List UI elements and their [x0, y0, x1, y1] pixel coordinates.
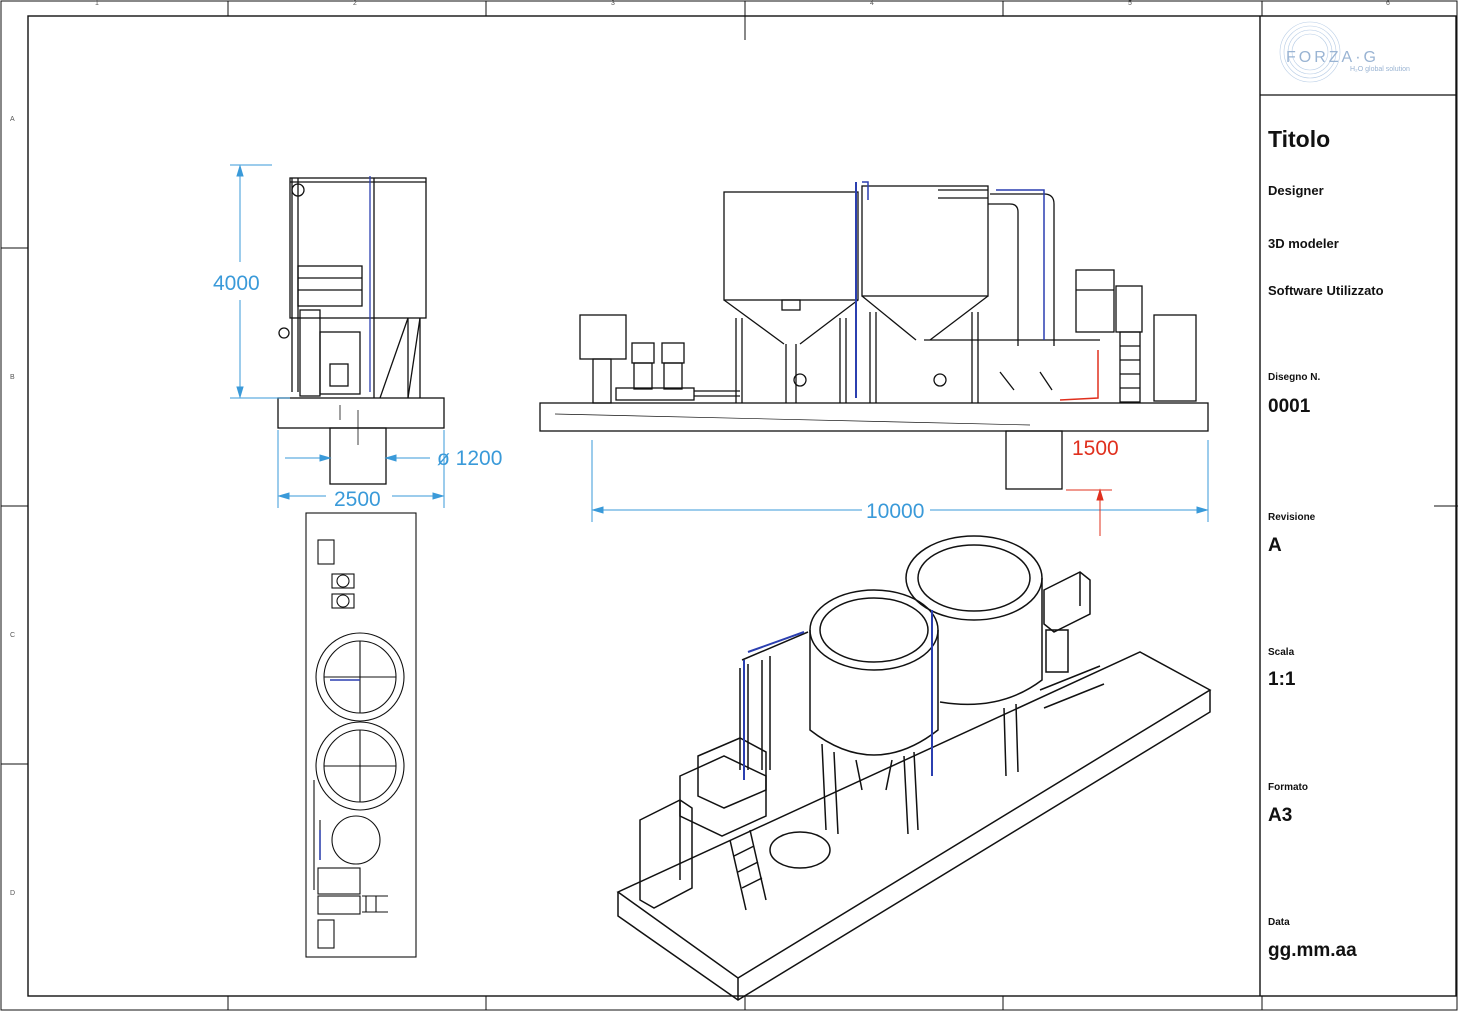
drawing-no-value: 0001	[1268, 396, 1311, 417]
date-label: Data	[1268, 917, 1290, 928]
logo-text: FORZA·G	[1286, 49, 1379, 66]
side-view	[277, 177, 445, 485]
drawing-no-label: Disegno N.	[1268, 372, 1321, 383]
title-label: Titolo	[1268, 126, 1331, 152]
front-view	[539, 185, 1209, 490]
designer-label: Designer	[1268, 183, 1324, 198]
dimension-height: 4000	[213, 272, 260, 295]
software-label: Software Utilizzato	[1268, 283, 1384, 298]
zone-col-1: 1	[95, 0, 99, 7]
dimension-length: 10000	[866, 500, 925, 523]
zone-row-a: A	[10, 116, 15, 123]
zone-col-6: 6	[1386, 0, 1390, 7]
zone-col-2: 2	[353, 0, 357, 7]
revision-label: Revisione	[1268, 512, 1316, 523]
modeler-label: 3D modeler	[1268, 236, 1339, 251]
zone-row-b: B	[10, 374, 15, 381]
dim-lines-depth	[1066, 488, 1112, 536]
drawing-border	[27, 15, 1457, 997]
dim-lines-side	[230, 164, 445, 508]
zone-col-4: 4	[870, 0, 874, 7]
logo-mark	[1279, 21, 1341, 83]
date-value: gg.mm.aa	[1268, 940, 1357, 961]
zone-row-d: D	[10, 890, 16, 897]
zone-col-3: 3	[611, 0, 615, 7]
isometric-view	[616, 535, 1212, 1001]
format-value: A3	[1268, 805, 1293, 826]
scale-value: 1:1	[1268, 669, 1296, 690]
dimension-width: 2500	[334, 488, 381, 511]
logo-subtitle: H₂O global solution	[1350, 66, 1410, 73]
zone-row-c: C	[10, 632, 16, 639]
zone-col-5: 5	[1128, 0, 1132, 7]
dim-lines-front	[591, 440, 1209, 522]
scale-label: Scala	[1268, 647, 1295, 658]
dimension-diameter: ø 1200	[437, 447, 503, 470]
format-label: Formato	[1268, 782, 1308, 793]
revision-value: A	[1268, 535, 1282, 556]
top-view	[305, 512, 417, 958]
dimension-depth: 1500	[1072, 437, 1119, 460]
